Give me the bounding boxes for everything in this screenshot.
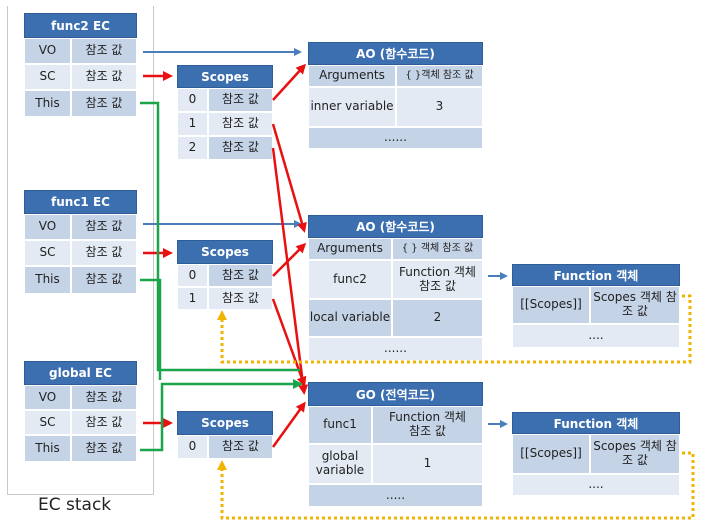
function-object-func1-scopes-value: Scopes 객체 참조 값 (590, 434, 680, 474)
scopes-func2-value-0: 참조 값 (208, 88, 273, 112)
arrow-scope2-0-to-ao2 (272, 63, 307, 101)
function-object-func1-footer: .... (512, 474, 680, 496)
scopes-func2-value-1: 참조 값 (208, 112, 273, 136)
ao-func2-inner-variable-key: inner variable (308, 87, 396, 127)
arrow-func1-scopes-ref (217, 451, 695, 520)
func2-ec-sc-key: SC (24, 64, 71, 90)
arrow-func2-scopes-ref (217, 294, 692, 364)
scopes-func2-index-1: 1 (177, 112, 208, 136)
scopes-func1-value-0: 참조 값 (208, 264, 273, 287)
scopes-func2-index-0: 0 (177, 88, 208, 112)
func1-ec-this-key: This (24, 266, 71, 294)
ao-func1-arguments-key: Arguments (308, 238, 392, 260)
go-func1-key: func1 (308, 406, 372, 444)
func1-ec-sc-value: 참조 값 (71, 240, 137, 266)
func2-ec-title: func2 EC (24, 13, 137, 38)
arrow-scope1-0-to-ao1 (272, 242, 307, 277)
func1-ec-this-value: 참조 값 (71, 266, 137, 294)
scopes-func2-index-2: 2 (177, 136, 208, 160)
arrow-global-this (140, 379, 303, 452)
ao-func1-arguments-value: { } 객체 참조 값 (392, 238, 483, 260)
ao-func1-func2-key: func2 (308, 260, 392, 299)
ao-func2-arguments-value: { }객체 참조 값 (396, 65, 483, 87)
ao-func1-local-variable-value: 2 (392, 299, 483, 337)
global-ec-this-value: 참조 값 (71, 435, 137, 462)
ec-stack-label: EC stack (38, 495, 112, 515)
scopes-global-index-0: 0 (177, 435, 208, 459)
func1-ec-vo-key: VO (24, 214, 71, 240)
arrow-func2-this (140, 101, 300, 372)
arrow-scope0-0-to-go (271, 401, 306, 448)
func1-ec-sc-key: SC (24, 240, 71, 266)
ao-func2-title: AO (함수코드) (308, 42, 483, 65)
ao-func2-footer: ...... (308, 127, 483, 149)
func2-ec-sc-value: 참조 값 (71, 64, 137, 90)
arrow-func1-this (140, 278, 162, 380)
ao-func1-func2-value: Function 객체 참조 값 (392, 260, 483, 299)
go-global-variable-key: global variable (308, 444, 372, 484)
ao-func2-arguments-key: Arguments (308, 65, 396, 87)
function-object-func1-title: Function 객체 (512, 412, 680, 434)
global-ec-sc-value: 참조 값 (71, 410, 137, 435)
ao-func2-inner-variable-value: 3 (396, 87, 483, 127)
global-ec-vo-key: VO (24, 385, 71, 410)
function-object-func1-scopes-key: [[Scopes]] (512, 434, 590, 474)
func1-ec-title: func1 EC (24, 190, 137, 214)
scopes-func1-index-1: 1 (177, 287, 208, 310)
global-ec-title: global EC (24, 361, 137, 385)
func2-ec-this-value: 참조 값 (71, 90, 137, 117)
go-func1-value: Function 객체 참조 값 (372, 406, 483, 444)
scopes-global-value-0: 참조 값 (208, 435, 273, 459)
go-global-variable-value: 1 (372, 444, 483, 484)
func2-ec-vo-key: VO (24, 38, 71, 64)
go-footer: ..... (308, 484, 483, 507)
global-ec-this-key: This (24, 435, 71, 462)
go-title: GO (전역코드) (308, 382, 483, 406)
global-ec-vo-value: 참조 값 (71, 385, 137, 410)
function-object-func2-footer: .... (512, 324, 680, 348)
scopes-func1-index-0: 0 (177, 264, 208, 287)
scopes-global-title: Scopes (177, 411, 273, 435)
func2-ec-vo-value: 참조 값 (71, 38, 137, 64)
function-object-func2-scopes-key: [[Scopes]] (512, 286, 590, 324)
ao-func1-title: AO (함수코드) (308, 215, 483, 238)
arrow-scope2-2-to-go (271, 147, 309, 395)
function-object-func2-title: Function 객체 (512, 264, 680, 286)
global-ec-sc-key: SC (24, 410, 71, 435)
func2-ec-this-key: This (24, 90, 71, 117)
ao-func1-local-variable-key: local variable (308, 299, 392, 337)
scopes-func1-value-1: 참조 값 (208, 287, 273, 310)
scopes-func1-title: Scopes (177, 240, 273, 264)
arrow-scope2-1-to-ao1 (271, 123, 307, 233)
ec-stack-frame (7, 6, 154, 495)
func1-ec-vo-value: 참조 값 (71, 214, 137, 240)
function-object-func2-scopes-value: Scopes 객체 참조 값 (590, 286, 680, 324)
scopes-func2-title: Scopes (177, 65, 273, 88)
scopes-func2-value-2: 참조 값 (208, 136, 273, 160)
